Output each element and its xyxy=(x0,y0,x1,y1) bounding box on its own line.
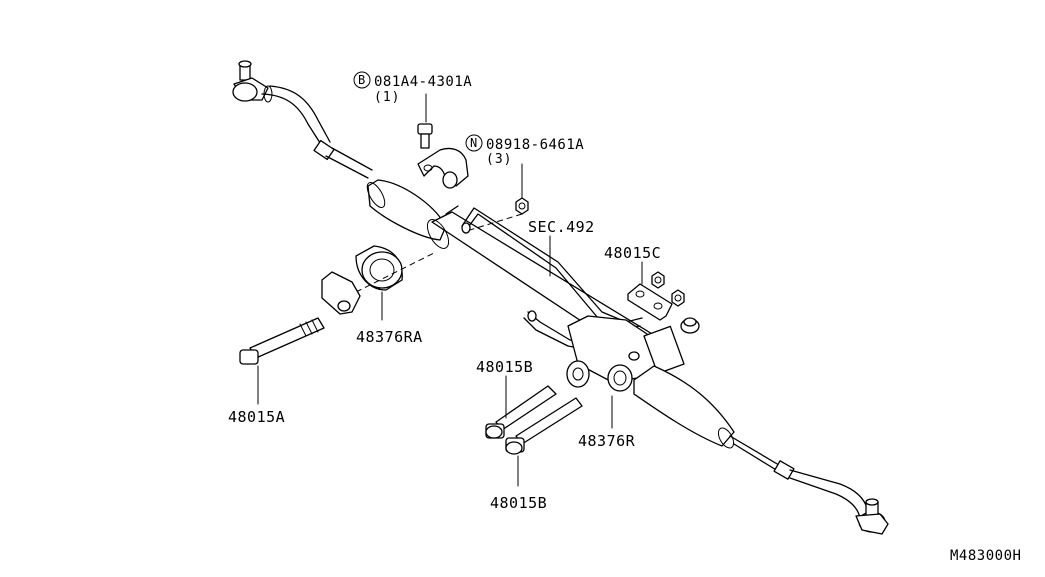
insulator-48376RA xyxy=(355,245,437,293)
nut-n-quantity: (3) xyxy=(486,152,512,167)
callout-bolt-b: B 081A4-4301A (1) xyxy=(353,71,472,105)
bolt-48015B-upper xyxy=(485,385,557,439)
bolt-48015B-lower-label: 48015B xyxy=(490,494,547,512)
insulator-48376R-label: 48376R xyxy=(578,432,636,450)
left-tie-rod-end xyxy=(232,60,373,179)
gear-valve-body xyxy=(566,315,700,392)
plate-48015C xyxy=(627,283,673,321)
n-circle-symbol xyxy=(465,134,483,152)
mount-bracket-left xyxy=(321,271,361,315)
bolt-b-part-number: 081A4-4301A xyxy=(374,74,472,90)
right-tie-rod-end xyxy=(789,469,889,535)
bolt-48015A-label: 48015A xyxy=(228,408,285,426)
plate-48015C-label: 48015C xyxy=(604,244,661,262)
nut-guide-line xyxy=(469,213,523,231)
clamp-bracket xyxy=(417,147,469,189)
bolt-48015B-upper-label: 48015B xyxy=(476,358,533,376)
insulator-48376RA-label: 48376RA xyxy=(356,328,423,346)
n-symbol-letter: N xyxy=(470,136,477,150)
leader-lines xyxy=(257,93,643,487)
b-circle-symbol xyxy=(353,71,371,89)
right-bellows xyxy=(633,365,795,480)
diagram-code: M483000H xyxy=(950,548,1021,564)
nut-small xyxy=(515,197,529,215)
section-reference-label: SEC.492 xyxy=(528,218,595,236)
nut-lower xyxy=(671,289,685,307)
small-bolt xyxy=(417,123,433,149)
bolt-48015B-lower xyxy=(505,397,583,455)
callout-nut-n: N 08918-6461A (3) xyxy=(465,134,584,167)
nut-upper xyxy=(651,271,665,289)
bolt-48015A xyxy=(239,317,325,365)
bolt-b-quantity: (1) xyxy=(374,90,400,105)
b-symbol-letter: B xyxy=(358,73,365,87)
nut-n-part-number: 08918-6461A xyxy=(486,137,584,153)
